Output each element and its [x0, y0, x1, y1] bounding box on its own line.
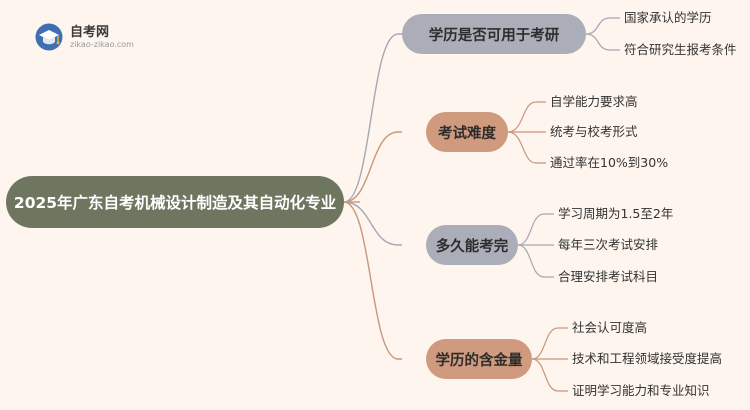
leaf-industry-acceptance: 技术和工程领域接受度提高 — [572, 351, 723, 366]
leaf-subject-planning: 合理安排考试科目 — [558, 269, 659, 284]
branch-degree-value: 学历的含金量 — [426, 339, 532, 379]
branch-postgrad-eligibility: 学历是否可用于考研 — [402, 14, 586, 54]
leaf-pass-rate: 通过率在10%到30% — [550, 155, 669, 170]
leaf-study-period: 学习周期为1.5至2年 — [558, 206, 674, 221]
leaf-self-study: 自学能力要求高 — [550, 94, 638, 109]
branch-exam-difficulty: 考试难度 — [426, 112, 508, 152]
branch-completion-time: 多久能考完 — [426, 225, 518, 265]
leaf-meets-requirements: 符合研究生报考条件 — [624, 42, 737, 57]
logo-url: zikao-zikao.com — [70, 40, 134, 49]
leaf-exam-schedule: 每年三次考试安排 — [558, 237, 659, 252]
graduation-cap-icon — [35, 23, 63, 51]
site-logo[interactable]: 自考网 zikao-zikao.com — [34, 18, 154, 58]
logo-name: 自考网 — [70, 25, 110, 40]
leaf-social-recognition: 社会认可度高 — [572, 320, 648, 335]
leaf-state-recognized: 国家承认的学历 — [624, 10, 712, 25]
root-topic: 2025年广东自考机械设计制造及其自动化专业 — [6, 176, 344, 228]
leaf-exam-format: 统考与校考形式 — [550, 124, 638, 139]
leaf-proves-ability: 证明学习能力和专业知识 — [572, 383, 710, 398]
